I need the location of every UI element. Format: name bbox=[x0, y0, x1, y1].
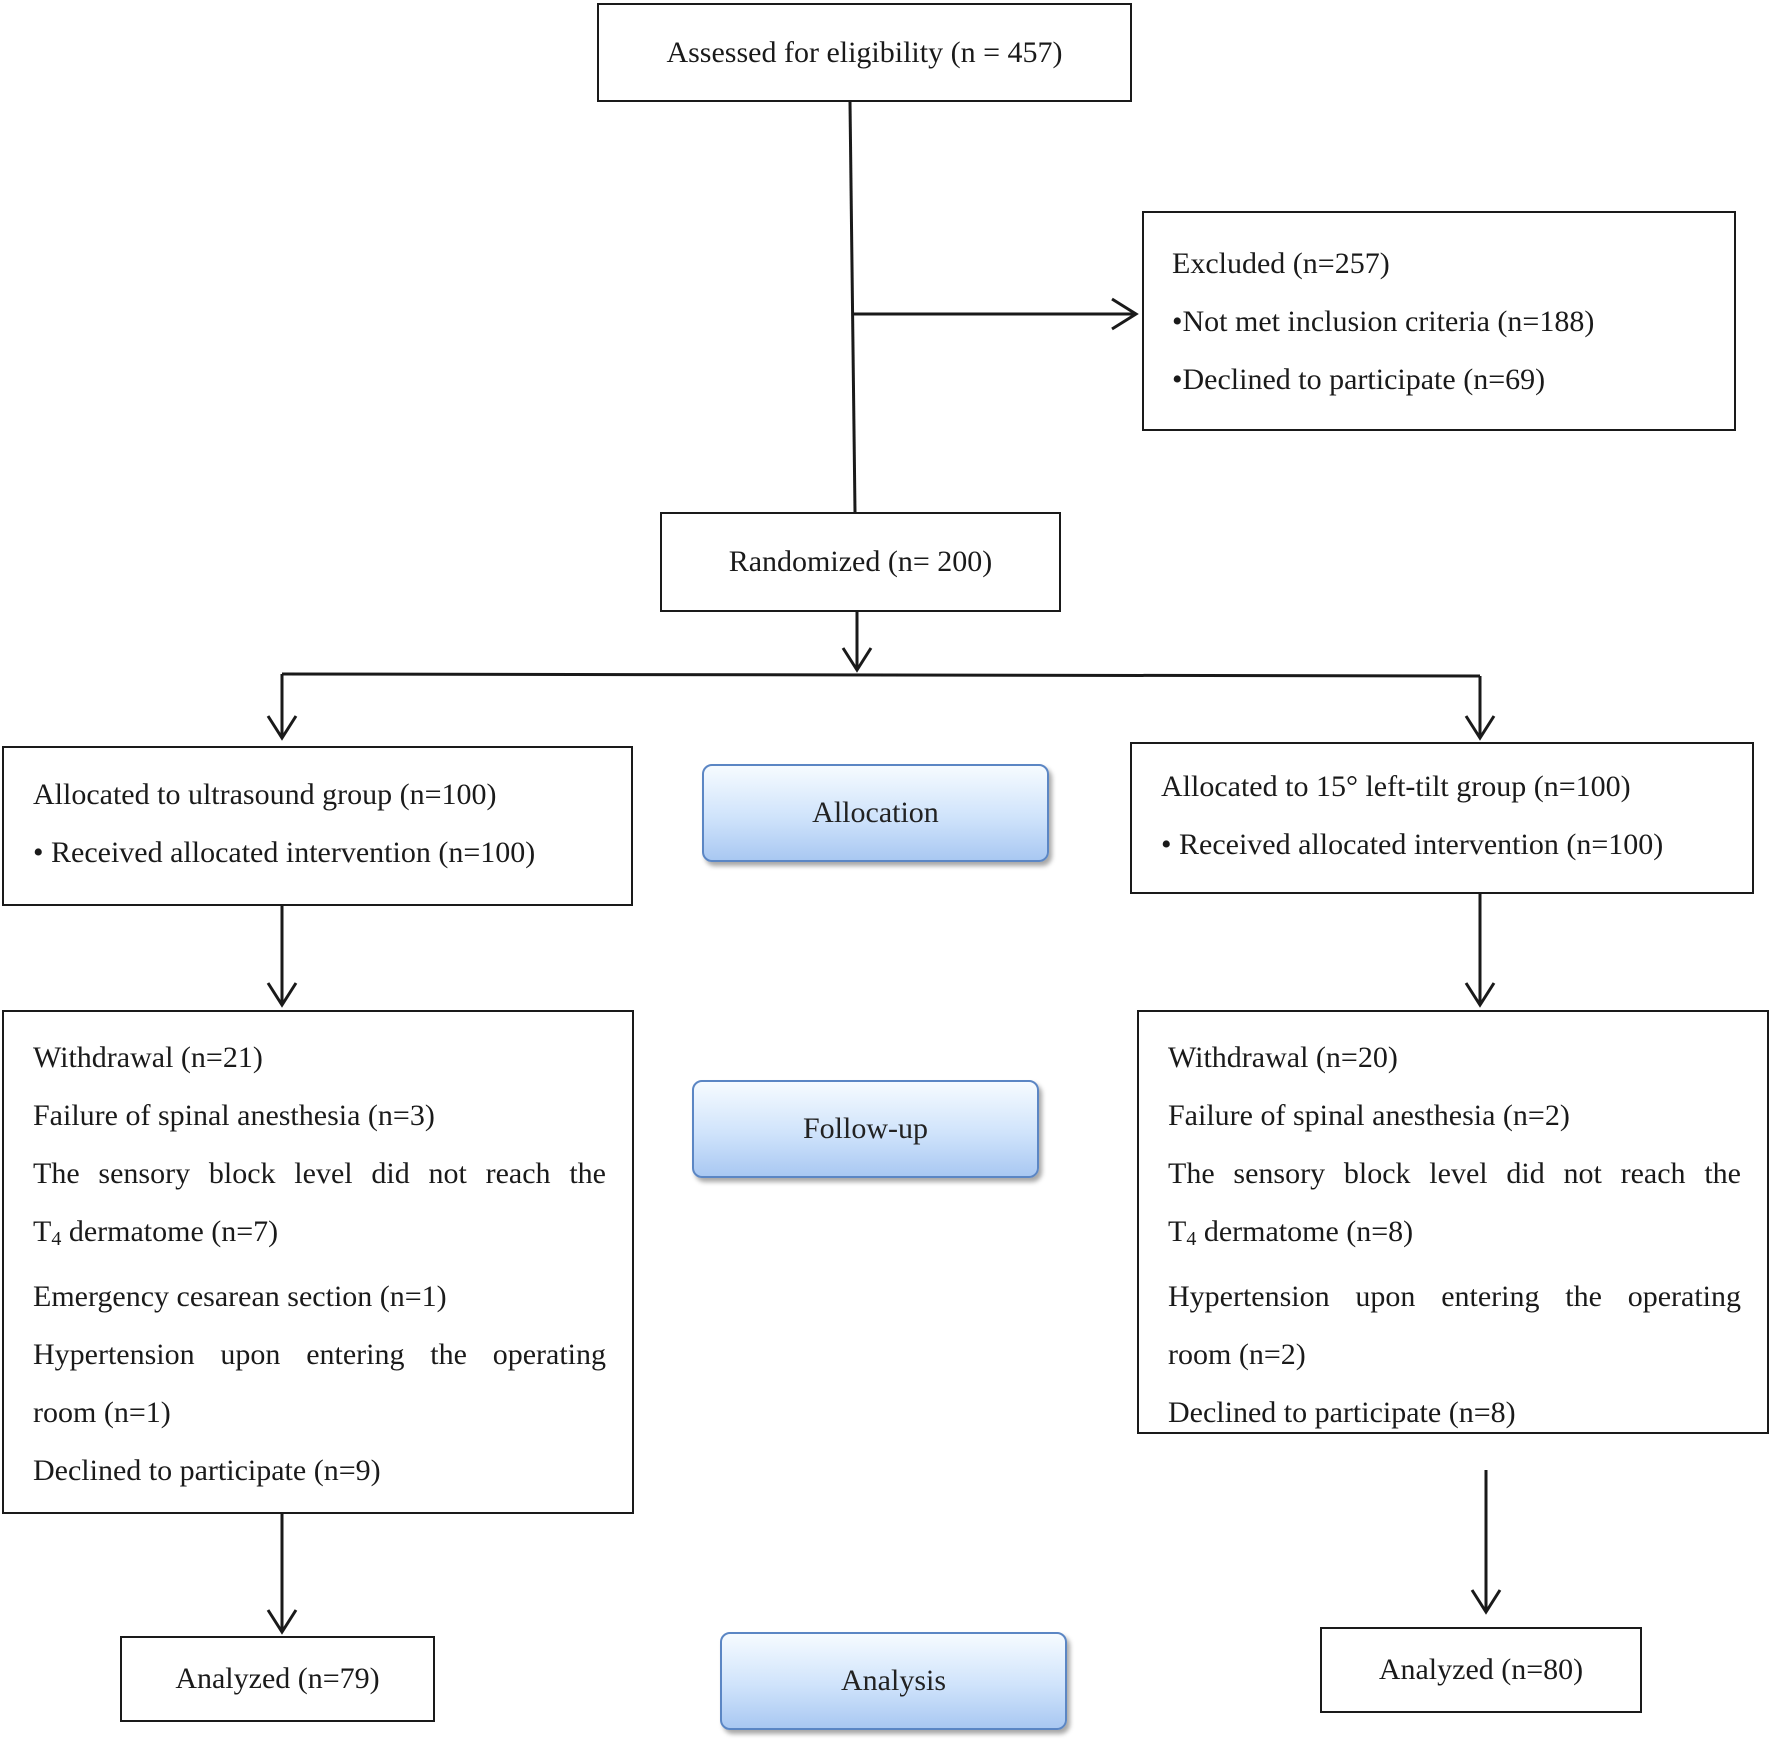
right-hypertension-line2: room (n=2) bbox=[1168, 1338, 1306, 1371]
right-sensory-line1: The sensory block level did not reach th… bbox=[1168, 1157, 1741, 1190]
followup-phase-text: Follow-up bbox=[802, 1112, 928, 1145]
excluded-item-inclusion: •Not met inclusion criteria (n=188) bbox=[1172, 305, 1595, 338]
left-analyzed-label: Analyzed (n=79) bbox=[175, 1662, 380, 1695]
left-hypertension-line1: Hypertension upon entering the operating bbox=[33, 1338, 606, 1371]
left-sensory-line2: T4 dermatome (n=7) bbox=[33, 1203, 606, 1268]
allocation-phase-text: Allocation bbox=[812, 796, 939, 829]
connector-assessed-randomized bbox=[848, 101, 857, 513]
right-failure: Failure of spinal anesthesia (n=2) bbox=[1168, 1099, 1570, 1132]
arrowhead-left-alloc bbox=[266, 715, 298, 741]
right-hypertension-line1: Hypertension upon entering the operating bbox=[1168, 1280, 1741, 1313]
left-sensory-t: T bbox=[33, 1215, 52, 1248]
left-sensory-line1: The sensory block level did not reach th… bbox=[33, 1157, 606, 1190]
right-sensory-t: T bbox=[1168, 1215, 1187, 1248]
arrowhead-right-follow bbox=[1464, 982, 1496, 1008]
arrowhead-left-analysis bbox=[266, 1609, 298, 1635]
arrowhead-randomized bbox=[841, 647, 873, 673]
assessed-box: Assessed for eligibility (n = 457) bbox=[597, 3, 1132, 102]
left-analyzed-box: Analyzed (n=79) bbox=[120, 1636, 435, 1722]
left-sensory-rest: dermatome (n=7) bbox=[61, 1215, 279, 1248]
randomized-box: Randomized (n= 200) bbox=[660, 512, 1061, 612]
arrowhead-excluded bbox=[1111, 297, 1139, 331]
right-received-label: • Received allocated intervention (n=100… bbox=[1161, 828, 1664, 861]
left-allocation-box: Allocated to ultrasound group (n=100) • … bbox=[2, 746, 633, 906]
excluded-item-declined: •Declined to participate (n=69) bbox=[1172, 363, 1546, 396]
left-emergency: Emergency cesarean section (n=1) bbox=[33, 1280, 447, 1313]
connector-split bbox=[281, 672, 1481, 678]
right-sensory-subscript: 4 bbox=[1186, 1228, 1197, 1250]
left-received-label: • Received allocated intervention (n=100… bbox=[33, 836, 536, 869]
left-declined: Declined to participate (n=9) bbox=[33, 1454, 381, 1487]
allocation-phase-label: Allocation bbox=[702, 764, 1049, 862]
left-sensory-subscript: 4 bbox=[51, 1228, 62, 1250]
right-analyzed-label: Analyzed (n=80) bbox=[1378, 1653, 1584, 1686]
left-withdrawal: Withdrawal (n=21) bbox=[33, 1041, 263, 1074]
analysis-phase-text: Analysis bbox=[841, 1664, 946, 1697]
right-followup-box: Withdrawal (n=20) Failure of spinal anes… bbox=[1137, 1010, 1769, 1434]
followup-phase-label: Follow-up bbox=[692, 1080, 1039, 1178]
analysis-phase-label: Analysis bbox=[720, 1632, 1067, 1730]
left-allocated-label: Allocated to ultrasound group (n=100) bbox=[33, 778, 497, 811]
arrowhead-left-follow bbox=[266, 982, 298, 1008]
right-sensory-line2: T4 dermatome (n=8) bbox=[1168, 1203, 1741, 1268]
right-allocation-box: Allocated to 15° left-tilt group (n=100)… bbox=[1130, 742, 1754, 894]
left-failure: Failure of spinal anesthesia (n=3) bbox=[33, 1099, 435, 1132]
excluded-box: Excluded (n=257) •Not met inclusion crit… bbox=[1142, 211, 1736, 431]
arrowhead-right-analysis bbox=[1470, 1589, 1502, 1615]
right-withdrawal: Withdrawal (n=20) bbox=[1168, 1041, 1398, 1074]
arrowhead-right-alloc bbox=[1464, 715, 1496, 741]
left-followup-box: Withdrawal (n=21) Failure of spinal anes… bbox=[2, 1010, 634, 1514]
assessed-label: Assessed for eligibility (n = 457) bbox=[666, 35, 1063, 69]
excluded-title: Excluded (n=257) bbox=[1172, 247, 1390, 280]
randomized-label: Randomized (n= 200) bbox=[728, 545, 993, 578]
right-sensory-rest: dermatome (n=8) bbox=[1196, 1215, 1414, 1248]
right-declined: Declined to participate (n=8) bbox=[1168, 1396, 1516, 1429]
right-allocated-label: Allocated to 15° left-tilt group (n=100) bbox=[1161, 770, 1631, 803]
right-analyzed-box: Analyzed (n=80) bbox=[1320, 1627, 1642, 1713]
left-hypertension-line2: room (n=1) bbox=[33, 1396, 171, 1429]
